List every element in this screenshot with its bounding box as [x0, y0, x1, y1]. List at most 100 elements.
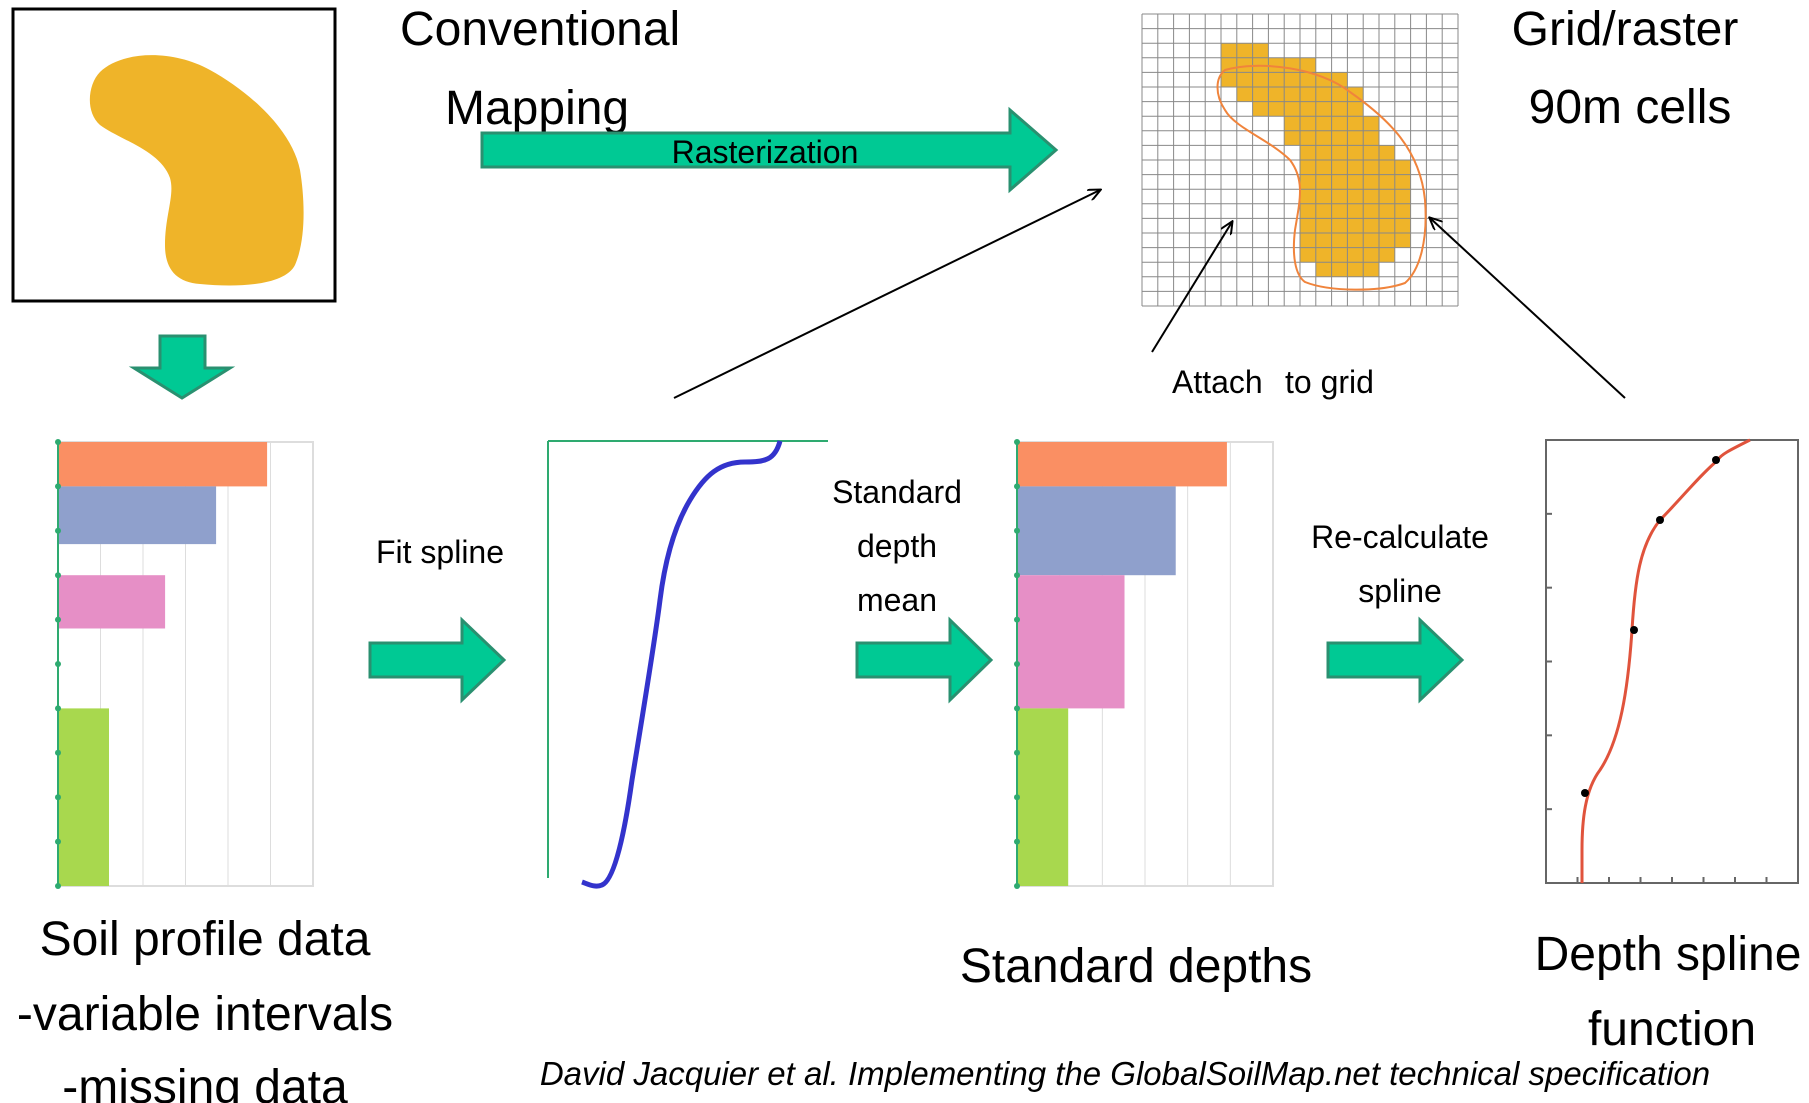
std-mean-line2: depth [857, 528, 937, 564]
raster-cell [1394, 160, 1411, 175]
soil-profile-label-line3: -missing data [62, 1061, 348, 1103]
fitted-spline-curve [581, 440, 783, 889]
depth-spline-frame [1545, 439, 1799, 884]
soil-profile-label-line1: Soil profile data [40, 913, 371, 966]
raster-cell [1363, 130, 1379, 146]
depth-spline-label-line2: function [1588, 1003, 1756, 1056]
raster-cell [1300, 233, 1316, 248]
raster-cell [1347, 218, 1364, 233]
raster-cell [1347, 174, 1364, 190]
raster-cell [1363, 174, 1379, 190]
axis-tick-dot [55, 572, 61, 579]
bar-pink [1017, 575, 1125, 709]
raster-cell [1284, 101, 1300, 117]
std-mean-line1: Standard [832, 474, 962, 510]
raster-cell [1315, 160, 1332, 175]
down-arrow [128, 334, 236, 400]
standard-depths-label: Standard depths [960, 940, 1312, 993]
axis-tick-dot [55, 705, 61, 712]
raster-cell [1379, 218, 1395, 233]
bar-green [58, 708, 109, 886]
raster-cell [1284, 116, 1300, 131]
fitted-spline-panel [547, 440, 828, 889]
raster-cell [1268, 57, 1285, 73]
raster-cell [1300, 57, 1316, 73]
raster-cell [1363, 247, 1379, 263]
raster-cell [1331, 218, 1348, 233]
fit-spline-arrow [368, 616, 507, 704]
raster-cell [1363, 203, 1379, 219]
raster-cell [1347, 247, 1364, 263]
raster-cell [1379, 247, 1395, 263]
raster-cell [1347, 145, 1364, 160]
spline-knot-2 [1656, 516, 1664, 524]
grid-raster [1141, 13, 1459, 307]
bar-orange [58, 442, 268, 487]
axis-tick-dot [1014, 838, 1020, 845]
raster-cell [1363, 160, 1379, 175]
pointer-arrow-attach [1151, 222, 1232, 353]
bar-blue [58, 486, 217, 545]
depth-spline-ticks [1546, 512, 1768, 883]
axis-tick-dot [55, 661, 61, 667]
raster-cell [1394, 203, 1411, 219]
raster-cell [1268, 72, 1285, 87]
raster-cell [1331, 174, 1348, 190]
spline-knot-4 [1581, 789, 1589, 797]
raster-cell [1300, 218, 1316, 233]
axis-tick-dot [55, 883, 61, 889]
raster-cell [1300, 189, 1316, 204]
rasterization-label: Rasterization [672, 134, 859, 170]
raster-cell [1331, 101, 1348, 117]
raster-cell [1331, 262, 1348, 277]
raster-cell [1347, 116, 1364, 131]
recalc-arrow [1326, 616, 1465, 704]
raster-cell [1363, 262, 1379, 277]
raster-cell [1315, 262, 1332, 277]
soil-profile-label-line2: -variable intervals [17, 988, 393, 1041]
raster-cell [1300, 87, 1316, 102]
axis-tick-dot [1014, 883, 1020, 889]
spline-knot-3 [1630, 626, 1638, 634]
raster-cell [1394, 189, 1411, 204]
raster-cell [1315, 145, 1332, 160]
raster-cell [1363, 189, 1379, 204]
soil-polygon [89, 55, 304, 286]
credit-caption: David Jacquier et al. Implementing the G… [540, 1055, 1710, 1092]
raster-cell [1394, 174, 1411, 190]
raster-cell [1300, 72, 1316, 87]
raster-cell [1252, 101, 1269, 117]
standard-depths-chart [1014, 439, 1274, 889]
raster-cell [1379, 203, 1395, 219]
depth-spline-label-line1: Depth spline [1535, 928, 1802, 981]
raster-cell [1300, 203, 1316, 219]
axis-tick-dot [55, 749, 61, 756]
raster-cell [1221, 43, 1237, 58]
conventional-map-panel [11, 7, 337, 303]
axis-tick-dot [1014, 661, 1020, 667]
axis-tick-dot [55, 616, 61, 623]
raster-cell [1379, 189, 1395, 204]
raster-cell [1347, 203, 1364, 219]
raster-cell [1268, 87, 1285, 102]
recalc-line1: Re-calculate [1311, 519, 1489, 555]
raster-cell [1363, 145, 1379, 160]
raster-cell [1347, 233, 1364, 248]
axis-tick-dot [1014, 483, 1020, 490]
raster-cell [1315, 101, 1332, 117]
raster-cell [1284, 87, 1300, 102]
std-mean-arrow [855, 616, 994, 704]
raster-cell [1252, 43, 1269, 58]
bar-pink [58, 575, 166, 629]
raster-cell [1315, 218, 1332, 233]
raster-cell [1331, 189, 1348, 204]
raster-cell [1347, 130, 1364, 146]
raster-cell [1331, 233, 1348, 248]
raster-cell [1315, 189, 1332, 204]
rasterization-arrow [480, 106, 1059, 194]
raster-cell [1315, 130, 1332, 146]
axis-tick-dot [1014, 616, 1020, 623]
raster-cell [1284, 130, 1300, 146]
